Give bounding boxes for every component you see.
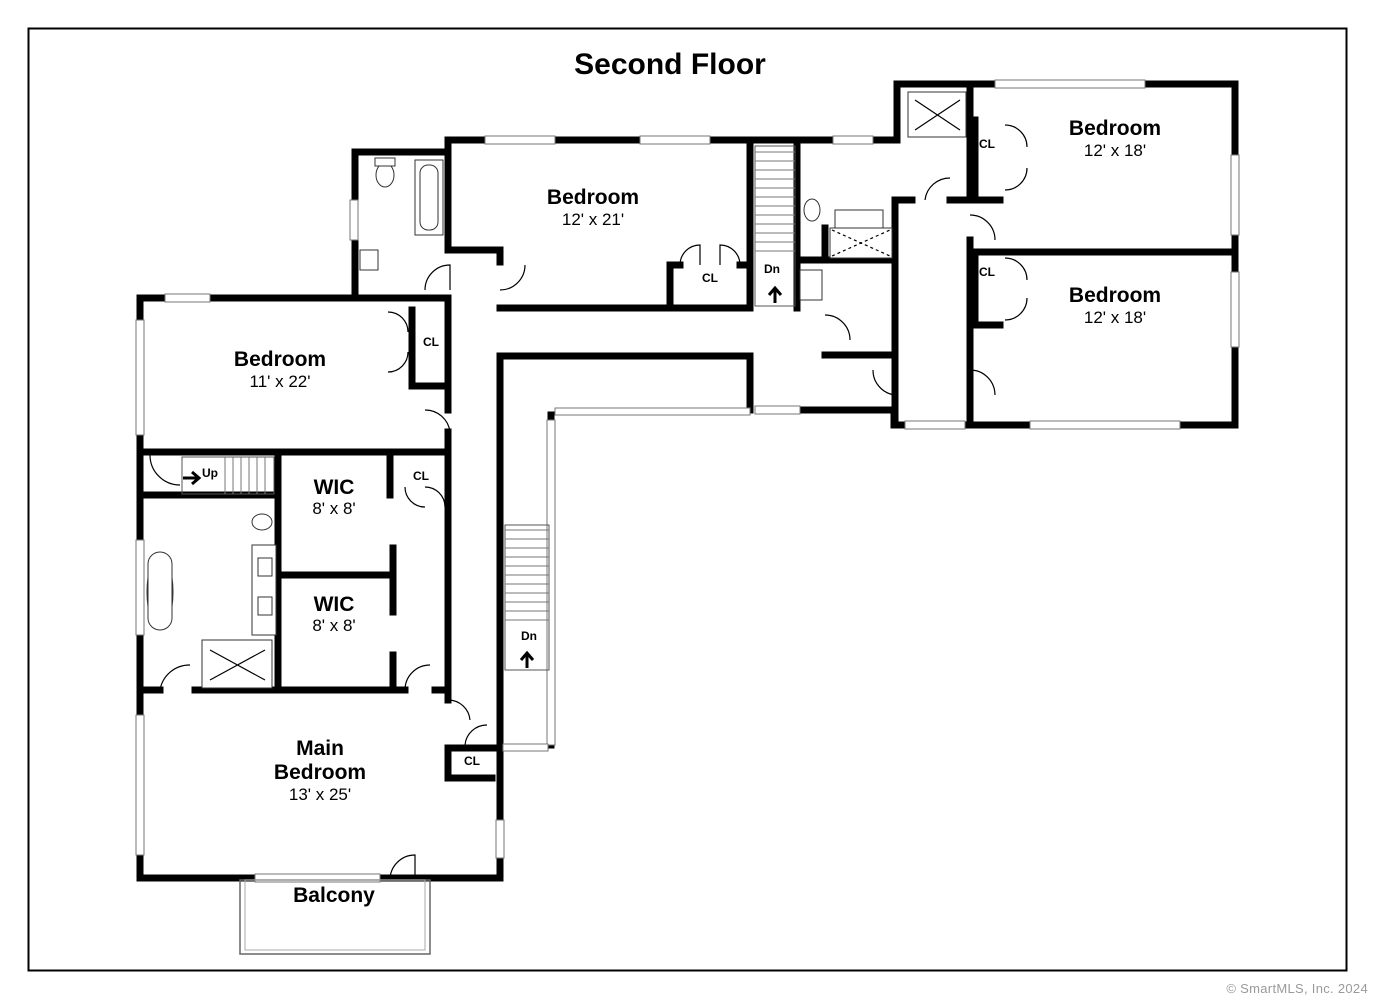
closet-label: CL — [464, 754, 480, 768]
room-dims: 12' x 21' — [562, 210, 624, 229]
room-dims: 12' x 18' — [1084, 308, 1146, 327]
room-main-bedroom: Main Bedroom 13' x 25' — [274, 737, 366, 804]
room-wic-upper: WIC 8' x 8' — [312, 476, 355, 518]
arrow-right-icon — [183, 470, 202, 486]
interior-walls — [136, 80, 1239, 704]
page-frame — [27, 27, 1348, 972]
windows — [135, 79, 1240, 883]
room-dims: 13' x 25' — [289, 785, 351, 804]
closet-label: CL — [413, 469, 429, 483]
room-name: WIC — [314, 593, 355, 616]
doors — [149, 124, 1028, 881]
closet-label: CL — [979, 265, 995, 279]
stairs-top — [754, 145, 796, 307]
room-bedroom-left: Bedroom 11' x 22' — [234, 348, 326, 391]
stair-down-label: Dn — [764, 262, 780, 276]
stairs-left — [181, 456, 275, 495]
room-bedroom-right-top: Bedroom 12' x 18' — [1069, 117, 1161, 160]
room-wic-lower: WIC 8' x 8' — [312, 593, 355, 635]
room-name-line2: Bedroom — [274, 761, 366, 784]
room-dims: 8' x 8' — [312, 616, 355, 635]
closet-label: CL — [423, 335, 439, 349]
room-dims: 8' x 8' — [312, 499, 355, 518]
closet-label: CL — [979, 137, 995, 151]
arrow-up-icon — [519, 650, 535, 668]
room-name: Bedroom — [547, 186, 639, 209]
balcony-label: Balcony — [293, 884, 375, 907]
stair-labels: Dn Dn Up — [202, 262, 780, 643]
room-dims: 12' x 18' — [1084, 141, 1146, 160]
closet-label: CL — [702, 271, 718, 285]
stairs-center — [504, 524, 550, 671]
room-name: Bedroom — [1069, 284, 1161, 307]
stair-up-label: Up — [202, 466, 218, 480]
room-bedroom-top: Bedroom 12' x 21' — [547, 186, 639, 229]
room-name: Bedroom — [1069, 117, 1161, 140]
room-name: WIC — [314, 476, 355, 499]
stair-down-label: Dn — [521, 629, 537, 643]
closet-labels: CL CL CL CL CL CL — [413, 137, 995, 768]
arrow-up-icon — [767, 285, 783, 303]
fixtures — [146, 91, 967, 955]
plan-title: Second Floor — [574, 48, 766, 81]
room-bedroom-right-bottom: Bedroom 12' x 18' — [1069, 284, 1161, 327]
room-dims: 11' x 22' — [250, 372, 311, 391]
room-name: Bedroom — [234, 348, 326, 371]
copyright-notice: © SmartMLS, Inc. 2024 — [1226, 981, 1368, 996]
room-name-line1: Main — [296, 737, 344, 760]
